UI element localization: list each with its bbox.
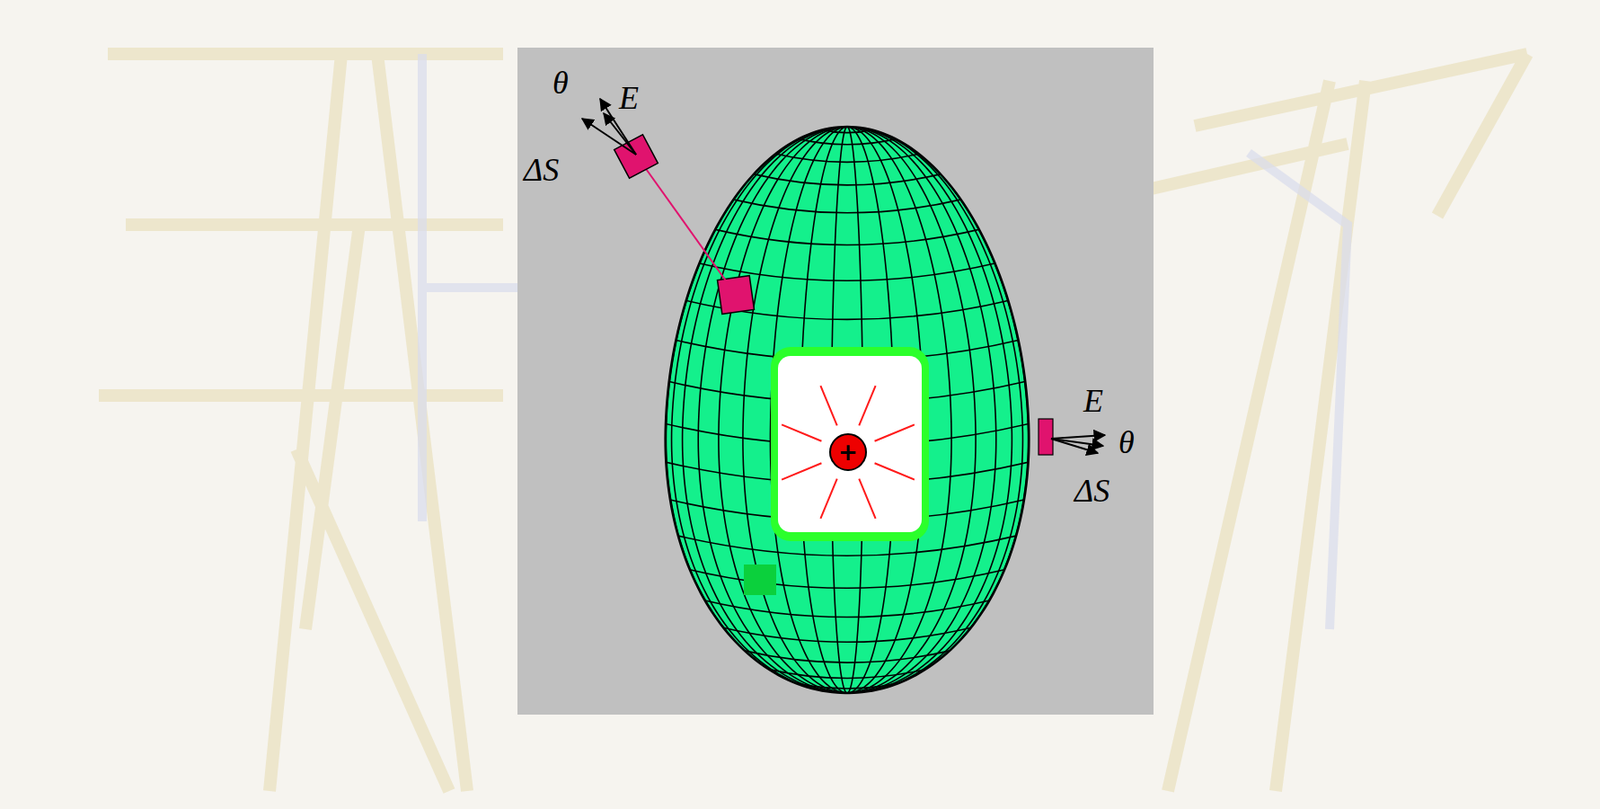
area-vector (582, 118, 637, 155)
field-line (875, 462, 915, 479)
field-line (820, 478, 837, 519)
field-line (858, 385, 876, 425)
surface-patch (1038, 418, 1053, 455)
shaded-cell (743, 564, 777, 595)
panel (517, 47, 1154, 715)
latitude-line (702, 599, 991, 617)
field-vector (1051, 434, 1105, 439)
surface-vectors (582, 98, 1105, 453)
latitude-line (721, 627, 974, 643)
cutaway-rim (770, 346, 929, 541)
latitude-line (791, 681, 903, 689)
area-vector (1051, 438, 1104, 446)
egg-fill (665, 126, 1030, 693)
area-vector (603, 113, 637, 155)
latitude-line (688, 568, 1008, 588)
area-label: ΔS (523, 153, 559, 186)
field-line (781, 462, 822, 479)
field-line (858, 478, 876, 519)
field-line (875, 424, 915, 441)
angle-label: θ (552, 66, 569, 99)
surface-patch (614, 134, 659, 179)
egg-surface (663, 126, 1053, 694)
latitude-line (766, 668, 929, 679)
field-line (820, 385, 837, 425)
cutaway-interior (777, 355, 922, 532)
leader-line (639, 159, 730, 286)
point-charge (830, 433, 867, 470)
field-label: E (1083, 384, 1104, 417)
charge-sign: + (838, 440, 858, 464)
angle-label: θ (1118, 425, 1135, 459)
area-label: ΔS (1074, 474, 1110, 507)
field-line (781, 424, 822, 441)
area-vector (1051, 438, 1098, 453)
field-label: E (618, 81, 639, 115)
cutaway (770, 346, 929, 541)
surface-patch (717, 275, 755, 315)
pylon-watermark (98, 53, 1528, 791)
